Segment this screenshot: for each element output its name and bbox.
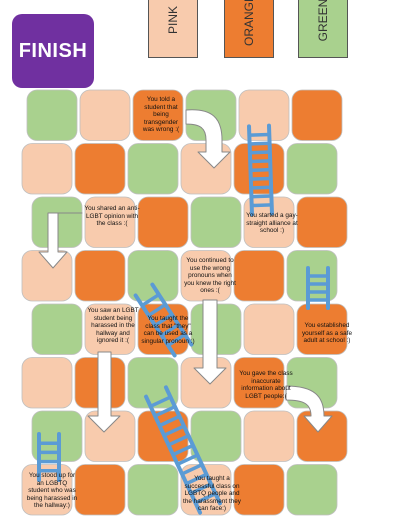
board-square: [243, 303, 295, 355]
ladder-5: [37, 432, 61, 482]
board-square: [233, 357, 285, 409]
legend-green: GREEN: [298, 0, 348, 58]
square-message-6: You taught the class that "they" can be …: [141, 315, 195, 345]
chute-3: [193, 299, 227, 385]
board-square: [233, 250, 285, 302]
ladder-1: [247, 123, 274, 217]
board-square: [84, 196, 136, 248]
square-message-2: You started a gay-straight alliance at s…: [246, 212, 298, 235]
board-square: [243, 410, 295, 462]
chute-5: [285, 385, 333, 433]
board-square: [26, 89, 78, 141]
board-square: [286, 464, 338, 516]
square-message-1: You told a student that being transgende…: [142, 96, 180, 134]
square-message-7: You established yourself as a safe adult…: [301, 322, 353, 345]
board-square: [21, 143, 73, 195]
ladder-3: [133, 282, 194, 358]
board-square: [190, 410, 242, 462]
legend-orange: ORANGE: [224, 0, 274, 58]
ladder-2: [306, 266, 330, 310]
legend-pink: PINK: [148, 0, 198, 58]
chute-4: [87, 351, 121, 433]
board-square: [132, 89, 184, 141]
square-message-4: You continued to use the wrong pronouns …: [184, 257, 236, 295]
board-square: [31, 303, 83, 355]
board-square: [21, 250, 73, 302]
chute-1: [185, 109, 231, 169]
board-square: [74, 143, 126, 195]
square-message-10: You taught a successful class on LGBTQ p…: [183, 475, 241, 513]
board-square: [127, 464, 179, 516]
board-square: [190, 196, 242, 248]
chute-2: [38, 212, 83, 269]
square-message-3: You shared an anti-LGBT opinion with the…: [84, 205, 140, 228]
board-square: [233, 464, 285, 516]
board-square: [74, 250, 126, 302]
finish-label: FINISH: [18, 39, 88, 62]
board-square: [238, 89, 290, 141]
board-square: [286, 143, 338, 195]
square-message-9: You stood up for an LGBTQ student who wa…: [26, 472, 78, 510]
board-square: [127, 143, 179, 195]
board-square: [21, 357, 73, 409]
square-message-8: You gave the class inaccurate informatio…: [239, 370, 293, 400]
board-square: [127, 250, 179, 302]
ladder-4: [144, 385, 222, 515]
square-message-5: You saw an LGBT student being harassed i…: [87, 307, 139, 345]
board-square: [74, 464, 126, 516]
board-square: [296, 303, 348, 355]
board-square: [296, 196, 348, 248]
finish-square: FINISH: [12, 14, 94, 88]
board-square: [137, 196, 189, 248]
board-square: [291, 89, 343, 141]
board-square: [79, 89, 131, 141]
